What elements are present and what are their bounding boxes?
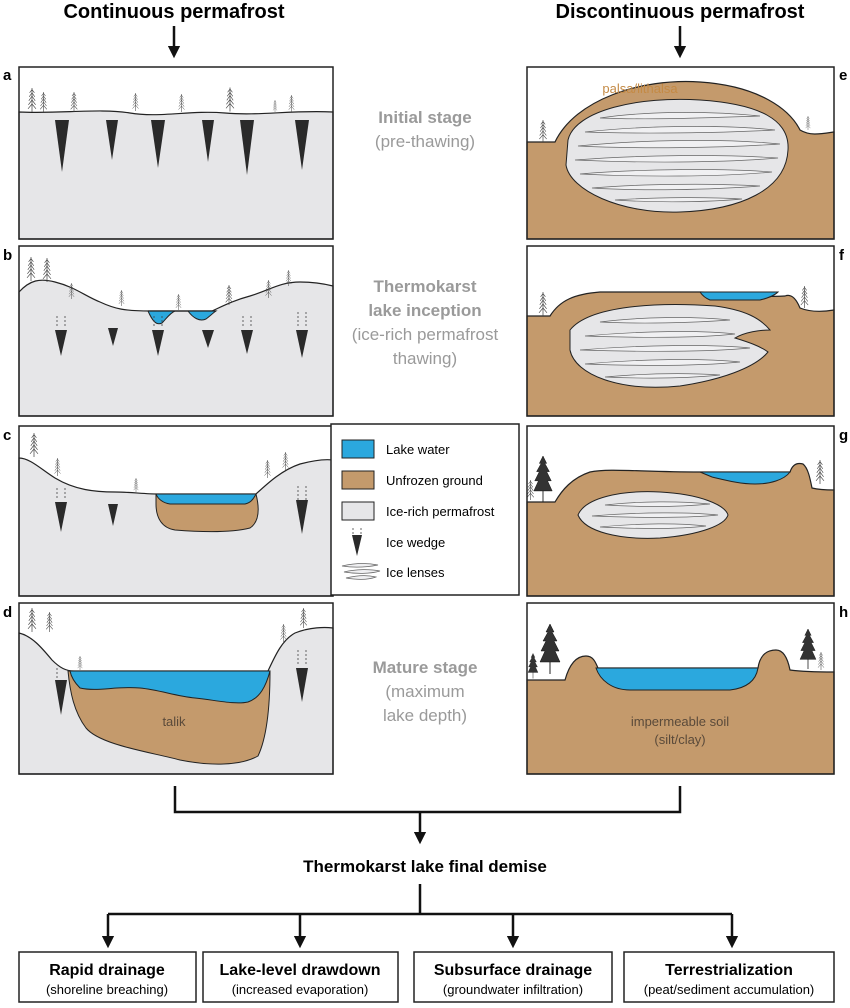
panel-h: impermeable soil (silt/clay) <box>526 602 835 775</box>
legend-label-ground: Unfrozen ground <box>386 473 483 488</box>
panel-letter-c: c <box>3 427 11 444</box>
ice-wedges-b <box>55 328 308 358</box>
stage-inception-note-1: (ice-rich permafrost <box>352 325 499 344</box>
panel-d: talik <box>18 602 334 775</box>
stage-initial-title: Initial stage <box>378 108 472 127</box>
outcome-title: Terrestrialization <box>665 962 793 979</box>
panel-letter-h: h <box>839 604 848 621</box>
panel-a <box>18 66 334 240</box>
header-continuous: Continuous permafrost <box>63 1 284 23</box>
stage-initial-note: (pre-thawing) <box>375 132 475 151</box>
legend-label-permafrost: Ice-rich permafrost <box>386 504 495 519</box>
ground-swatch <box>341 470 375 490</box>
panel-b <box>18 245 334 417</box>
palsa-label: palsa/lithalsa <box>602 81 678 96</box>
soil-label-2: (silt/clay) <box>654 732 705 747</box>
stage-initial: Initial stage (pre-thawing) <box>375 108 475 151</box>
ice-wedges-c <box>55 500 308 534</box>
ice-wedge-icon <box>352 528 362 556</box>
stage-mature-title: Mature stage <box>373 658 478 677</box>
stage-mature-note-1: (maximum <box>385 682 464 701</box>
panel-letter-e: e <box>839 67 847 84</box>
outcome-title: Rapid drainage <box>49 962 165 979</box>
talik-label: talik <box>162 714 186 729</box>
stage-inception-note-2: thawing) <box>393 349 457 368</box>
outcome-lake-level-drawdown: Lake-level drawdown (increased evaporati… <box>202 951 399 1003</box>
water-swatch <box>341 439 375 459</box>
legend: Lake water Unfrozen ground Ice-rich perm… <box>330 423 520 596</box>
outcome-title: Subsurface drainage <box>434 962 592 979</box>
legend-label-ice-lenses: Ice lenses <box>386 565 445 580</box>
panel-f <box>526 245 835 417</box>
stage-mature-note-2: lake depth) <box>383 706 467 725</box>
outcome-subtitle: (shoreline breaching) <box>46 982 168 997</box>
stage-inception: Thermokarst lake inception (ice-rich per… <box>352 277 499 368</box>
outcome-subsurface-drainage: Subsurface drainage (groundwater infiltr… <box>413 951 613 1003</box>
panel-letter-a: a <box>3 67 12 84</box>
ice-lenses-f <box>579 317 751 379</box>
ice-lenses-e <box>574 112 781 203</box>
outcome-subtitle: (groundwater infiltration) <box>443 982 583 997</box>
stage-mature: Mature stage (maximum lake depth) <box>373 658 478 725</box>
outcome-terrestrialization: Terrestrialization (peat/sediment accumu… <box>623 951 835 1003</box>
outcome-subtitle: (peat/sediment accumulation) <box>644 982 815 997</box>
final-demise-title: Thermokarst lake final demise <box>303 857 547 876</box>
ice-wedges-a <box>55 120 309 175</box>
ice-lenses-icon <box>341 563 381 580</box>
panel-letter-b: b <box>3 247 12 264</box>
stage-inception-title-2: lake inception <box>368 301 481 320</box>
panel-letter-f: f <box>839 247 845 264</box>
panel-letter-d: d <box>3 604 12 621</box>
outcome-rapid-drainage: Rapid drainage (shoreline breaching) <box>18 951 197 1003</box>
permafrost-swatch <box>341 501 375 521</box>
soil-label-1: impermeable soil <box>631 714 729 729</box>
ice-lenses-g <box>591 501 719 529</box>
stage-inception-title-1: Thermokarst <box>374 277 477 296</box>
merge-connector <box>173 786 682 845</box>
outcome-title: Lake-level drawdown <box>220 962 381 979</box>
panel-e: palsa/lithalsa <box>526 66 835 240</box>
outcome-connector <box>101 884 739 949</box>
header-discontinuous: Discontinuous permafrost <box>556 1 805 23</box>
ice-wedges-d <box>55 668 308 715</box>
legend-label-water: Lake water <box>386 442 450 457</box>
panel-c <box>18 425 334 597</box>
outcome-subtitle: (increased evaporation) <box>232 982 369 997</box>
legend-label-ice-wedge: Ice wedge <box>386 535 445 550</box>
panel-g <box>526 425 835 597</box>
panel-letter-g: g <box>839 427 848 444</box>
